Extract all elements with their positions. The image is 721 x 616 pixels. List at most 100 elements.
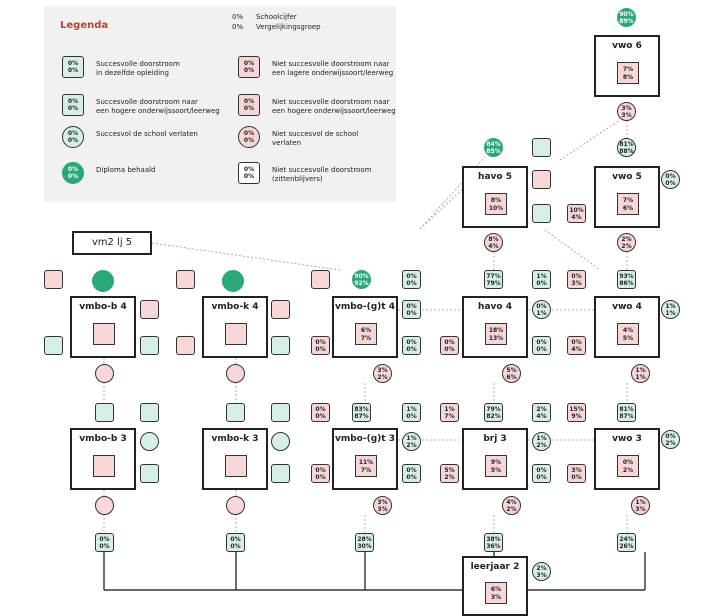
value-pill-gt4_top: 90%92% xyxy=(352,270,371,289)
value-pill-lb_b: 0%0% xyxy=(95,533,114,552)
box-inner-value: 0%2% xyxy=(617,455,639,477)
box-label: brj 3 xyxy=(483,434,507,444)
box-inner-value xyxy=(93,323,115,345)
legend-item-label: Niet succesvol de school verlaten xyxy=(272,130,359,147)
box-label: vmbo-(g)t 3 xyxy=(335,434,395,444)
legend-header-t2: Vergelijkingsgroep xyxy=(256,23,321,31)
legend-header-v2: 0% xyxy=(232,23,244,31)
box-inner-value: 18%13% xyxy=(485,323,507,345)
value-pill-gt3_r1: 1%0% xyxy=(402,403,421,422)
flow-marker xyxy=(176,270,195,289)
flow-marker xyxy=(92,270,114,292)
value-pill-vwo6_bot: 3%3% xyxy=(617,102,636,121)
flow-marker xyxy=(271,336,290,355)
flow-marker xyxy=(44,270,63,289)
value-pill-havo4_l: 0%0% xyxy=(440,336,459,355)
box-inner-value: 7%6% xyxy=(617,193,639,215)
box-inner-value xyxy=(93,455,115,477)
value-pill-havo4_r2: 0%1% xyxy=(532,300,551,319)
connector-line xyxy=(559,119,621,161)
value-pill-vwo5_bot: 2%2% xyxy=(617,233,636,252)
value-pill-lb_gt: 28%30% xyxy=(355,533,374,552)
value-pill-vwo4_right: 1%1% xyxy=(661,300,680,319)
box-label: vmbo-b 4 xyxy=(79,302,127,312)
box-inner-value: 6%3% xyxy=(485,582,507,604)
box-label: leerjaar 2 xyxy=(470,562,520,572)
value-pill-gt3_l2: 0%0% xyxy=(311,464,330,483)
flow-marker xyxy=(140,336,159,355)
value-pill-havo4_r3: 0%0% xyxy=(532,336,551,355)
legend-header-texts: Schoolcijfer Vergelijkingsgroep xyxy=(256,12,321,32)
value-pill-vwo5_right: 0%0% xyxy=(661,170,680,189)
value-pill-gt4_r3: 0%0% xyxy=(402,336,421,355)
flow-marker xyxy=(271,432,290,451)
flow-marker xyxy=(95,364,114,383)
value-pill-gt3_r3: 0%0% xyxy=(402,464,421,483)
box-vmbok3: vmbo-k 3 xyxy=(202,428,268,490)
value-pill-brj3_l2: 5%2% xyxy=(440,464,459,483)
value-pill-vwo3_top: 81%87% xyxy=(617,403,636,422)
box-inner-value: 4%5% xyxy=(617,323,639,345)
value-pill-vwo3_l2: 3%0% xyxy=(567,464,586,483)
box-havo5: havo 5 8%10% xyxy=(462,166,528,228)
value-pill-gt4_r2: 0%0% xyxy=(402,300,421,319)
legend-header-values: 0% 0% xyxy=(232,12,243,32)
flow-marker xyxy=(140,432,159,451)
value-pill-vwo5_top: 81%88% xyxy=(617,138,636,157)
value-pill-gt4_bot: 3%2% xyxy=(373,364,392,383)
legend-symbol: 0%0% xyxy=(62,162,84,184)
box-inner-value: 9%5% xyxy=(485,455,507,477)
value-pill-lb_brj: 38%36% xyxy=(484,533,503,552)
value-pill-havo4_r1: 1%0% xyxy=(532,270,551,289)
box-brj3: brj 3 9%5% xyxy=(462,428,528,490)
value-pill-gt4_r1: 0%0% xyxy=(402,270,421,289)
box-inner-value: 6%7% xyxy=(355,323,377,345)
legend-symbol: 0%0% xyxy=(62,94,84,116)
value-pill-vwo4_bot: 1%1% xyxy=(631,364,650,383)
value-pill-gt3_top: 83%87% xyxy=(352,403,371,422)
box-vmbob3: vmbo-b 3 xyxy=(70,428,136,490)
flow-marker xyxy=(44,336,63,355)
flow-marker xyxy=(226,403,245,422)
flow-marker xyxy=(95,403,114,422)
legend-item-label: Succesvol de school verlaten xyxy=(96,130,198,138)
box-inner-value: 8%10% xyxy=(485,193,507,215)
value-pill-vwo6_top: 90%89% xyxy=(617,8,636,27)
legend-header-v1: 0% xyxy=(232,13,244,21)
box-leerjaar2: leerjaar 2 6%3% xyxy=(462,556,528,616)
value-pill-vwo4_l2: 0%4% xyxy=(567,336,586,355)
value-pill-brj3_r1: 2%4% xyxy=(532,403,551,422)
legend-item-label: Niet succesvolle doorstroom (zittenblijv… xyxy=(272,166,372,183)
box-inner-value xyxy=(225,323,247,345)
value-pill-lb_k: 0%0% xyxy=(226,533,245,552)
legend-header-t1: Schoolcijfer xyxy=(256,13,297,21)
value-pill-brj3_r2: 1%2% xyxy=(532,432,551,451)
flow-marker xyxy=(311,270,330,289)
value-pill-vwo3_l1: 15%9% xyxy=(567,403,586,422)
value-pill-gt3_r2: 1%2% xyxy=(402,432,421,451)
box-vmbob4: vmbo-b 4 xyxy=(70,296,136,358)
flow-marker xyxy=(532,138,551,157)
flow-marker xyxy=(226,496,245,515)
flow-marker xyxy=(222,270,244,292)
legend-item-label: Succesvolle doorstroom naar een hogere o… xyxy=(96,98,220,115)
legend-item-label: Niet succesvolle doorstroom naar een hog… xyxy=(272,98,396,115)
value-pill-vwo4_top: 93%86% xyxy=(617,270,636,289)
flow-marker xyxy=(271,403,290,422)
legend-item-label: Diploma behaald xyxy=(96,166,156,174)
connector-line xyxy=(544,229,601,271)
flow-marker xyxy=(271,464,290,483)
flow-marker xyxy=(176,336,195,355)
box-vwo4: vwo 4 4%5% xyxy=(594,296,660,358)
box-label: havo 5 xyxy=(478,172,512,182)
flow-marker xyxy=(95,496,114,515)
box-label: vwo 4 xyxy=(612,302,642,312)
box-inner-value: 11%7% xyxy=(355,455,377,477)
legend-symbol: 0%0% xyxy=(238,126,260,148)
value-pill-havo5_right: 10%4% xyxy=(567,204,586,223)
value-pill-lb_vwo: 24%26% xyxy=(617,533,636,552)
legend-symbol: 0%0% xyxy=(62,56,84,78)
